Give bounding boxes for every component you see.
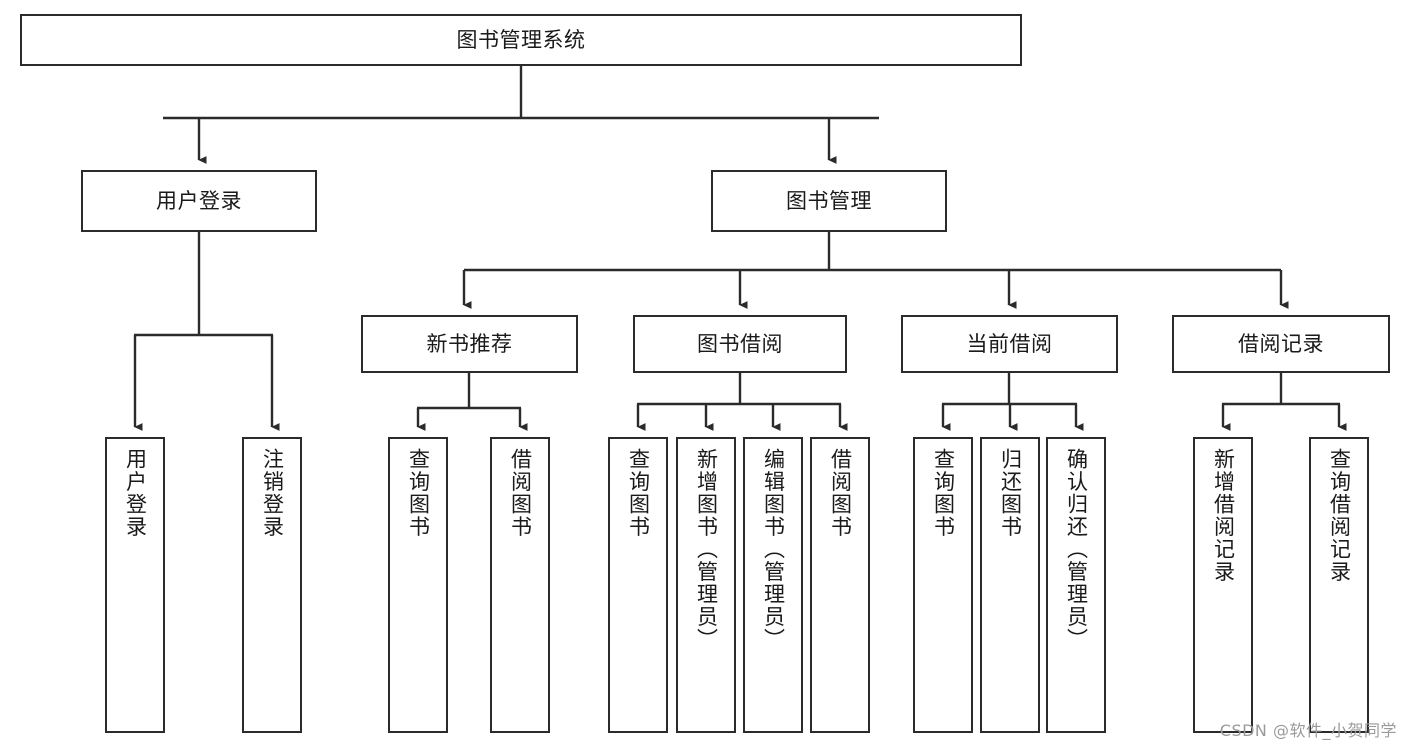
node-book-borrow-label: 图书借阅: [697, 331, 783, 356]
node-user-login-label: 用户登录: [156, 188, 242, 213]
node-leaf-record-query[interactable]: 查询借阅记录: [1309, 437, 1369, 733]
node-leaf-recommend-query-book-label: 查询图书: [406, 448, 431, 538]
node-leaf-record-add[interactable]: 新增借阅记录: [1193, 437, 1253, 733]
node-current-borrow-label: 当前借阅: [966, 331, 1053, 356]
node-leaf-current-confirm-return[interactable]: 确认归还（管理员）: [1046, 437, 1106, 733]
node-current-borrow[interactable]: 当前借阅: [901, 315, 1118, 373]
node-leaf-recommend-borrow-book[interactable]: 借阅图书: [490, 437, 550, 733]
node-book-manage-label: 图书管理: [786, 188, 872, 213]
node-leaf-borrow-borrow-book[interactable]: 借阅图书: [810, 437, 870, 733]
node-leaf-current-query-book-label: 查询图书: [931, 448, 956, 538]
node-root-system-label: 图书管理系统: [456, 27, 586, 52]
node-new-book-recommend[interactable]: 新书推荐: [361, 315, 578, 373]
node-leaf-user-login[interactable]: 用户登录: [105, 437, 165, 733]
node-leaf-borrow-borrow-book-label: 借阅图书: [828, 448, 853, 538]
node-leaf-borrow-query-book-label: 查询图书: [626, 448, 651, 538]
node-leaf-record-add-label: 新增借阅记录: [1211, 448, 1236, 583]
node-leaf-borrow-edit-book[interactable]: 编辑图书（管理员）: [743, 437, 803, 733]
node-leaf-user-login-label: 用户登录: [123, 448, 148, 538]
node-new-book-recommend-label: 新书推荐: [426, 331, 513, 356]
node-root-system[interactable]: 图书管理系统: [20, 14, 1022, 66]
node-book-borrow[interactable]: 图书借阅: [633, 315, 847, 373]
node-borrow-record-label: 借阅记录: [1238, 331, 1324, 356]
node-leaf-user-logout-label: 注销登录: [260, 448, 285, 538]
node-leaf-borrow-add-book-label: 新增图书（管理员）: [694, 448, 719, 651]
node-leaf-recommend-query-book[interactable]: 查询图书: [388, 437, 448, 733]
node-borrow-record[interactable]: 借阅记录: [1172, 315, 1390, 373]
node-user-login[interactable]: 用户登录: [81, 170, 317, 232]
node-leaf-current-return-book-label: 归还图书: [998, 448, 1023, 538]
node-leaf-borrow-query-book[interactable]: 查询图书: [608, 437, 668, 733]
node-book-manage[interactable]: 图书管理: [711, 170, 947, 232]
node-leaf-current-confirm-return-label: 确认归还（管理员）: [1064, 448, 1089, 651]
node-leaf-recommend-borrow-book-label: 借阅图书: [508, 448, 533, 538]
node-leaf-borrow-add-book[interactable]: 新增图书（管理员）: [676, 437, 736, 733]
node-leaf-borrow-edit-book-label: 编辑图书（管理员）: [761, 448, 786, 651]
node-leaf-current-query-book[interactable]: 查询图书: [913, 437, 973, 733]
csdn-watermark: CSDN @软件_小贺同学: [1219, 721, 1397, 740]
node-leaf-user-logout[interactable]: 注销登录: [242, 437, 302, 733]
node-leaf-current-return-book[interactable]: 归还图书: [980, 437, 1040, 733]
node-leaf-record-query-label: 查询借阅记录: [1327, 448, 1352, 583]
